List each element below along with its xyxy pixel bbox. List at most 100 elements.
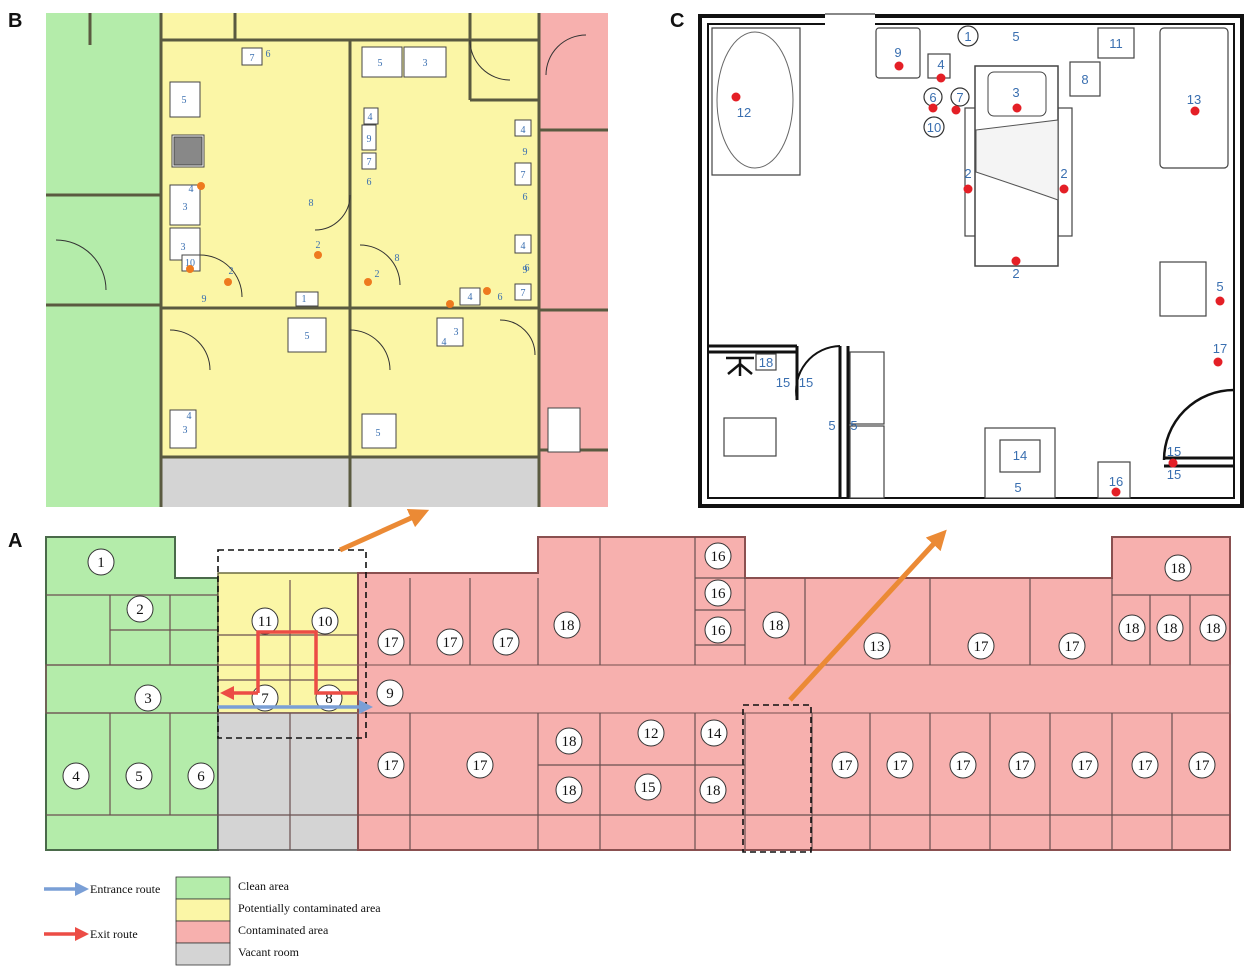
room-label-13: 13 xyxy=(870,639,885,655)
room-label-17j: 17 xyxy=(956,758,972,774)
panel-c-label-6: 6 xyxy=(929,90,936,105)
panel-b-label-3c: 3 xyxy=(181,242,186,253)
panel-b-label-3d: 3 xyxy=(454,327,459,338)
room-label-1: 1 xyxy=(97,555,105,571)
panel-b-label-9: 9 xyxy=(367,134,372,145)
panel-c-label-15c: 15 xyxy=(1167,444,1181,459)
room-label-11: 11 xyxy=(258,614,272,630)
sampling-point xyxy=(224,278,232,286)
panel-c-label-8: 8 xyxy=(1081,72,1088,87)
room-label-17h: 17 xyxy=(838,758,854,774)
panel-b-label-2: 2 xyxy=(316,240,321,251)
panel-c-label-12: 12 xyxy=(737,105,751,120)
room-label-17f: 17 xyxy=(384,758,400,774)
panel-b-label-2c: 2 xyxy=(375,269,380,280)
sampling-point xyxy=(731,92,741,102)
panel-c-label-5e: 5 xyxy=(1014,480,1021,495)
room-label-18e: 18 xyxy=(1163,621,1178,637)
room-label-6: 6 xyxy=(197,769,205,785)
panel-b-label-5b: 5 xyxy=(182,95,187,106)
sampling-point xyxy=(951,105,961,115)
panel-b-label-5c: 5 xyxy=(305,331,310,342)
panel-c-label-9: 9 xyxy=(894,45,901,60)
sampling-point xyxy=(963,184,973,194)
sampling-point xyxy=(446,300,454,308)
legend-contaminated-label: Contaminated area xyxy=(238,923,329,937)
room-label-9: 9 xyxy=(386,686,394,702)
panel-b-label-6c: 6 xyxy=(523,192,528,203)
room-label-18: 18 xyxy=(560,618,575,634)
room-label-18c: 18 xyxy=(1171,561,1186,577)
panel-b-label-2b: 2 xyxy=(229,266,234,277)
sampling-point xyxy=(1012,103,1022,113)
room-label-18g: 18 xyxy=(562,734,577,750)
panel-b-label-7d: 7 xyxy=(521,288,526,299)
room-label-17l: 17 xyxy=(1078,758,1094,774)
panel-b-label-6e: 6 xyxy=(498,292,503,303)
sampling-point xyxy=(1213,357,1223,367)
room-label-5: 5 xyxy=(135,769,143,785)
panel-c-label-15b: 15 xyxy=(799,375,813,390)
panel-c-label-14: 14 xyxy=(1013,448,1027,463)
panel-label-b: B xyxy=(8,10,23,32)
legend-vacant-label: Vacant room xyxy=(238,945,299,959)
room-label-17m: 17 xyxy=(1138,758,1154,774)
panel-c-label-17: 17 xyxy=(1213,341,1227,356)
panel-c-label-5c: 5 xyxy=(828,418,835,433)
panel-b-label-4g: 4 xyxy=(187,411,192,422)
room-label-17d: 17 xyxy=(974,639,990,655)
room-label-7: 7 xyxy=(261,691,269,707)
callout-arrow-b xyxy=(338,508,430,553)
bathtub-icon xyxy=(711,27,801,176)
panel-b-label-5: 5 xyxy=(378,58,383,69)
legend-swatch-contaminated xyxy=(175,920,231,944)
sampling-point xyxy=(936,73,946,83)
clean-zone xyxy=(45,536,219,851)
legend-entrance-label: Entrance route xyxy=(90,882,161,896)
callout-arrow-c xyxy=(788,529,947,702)
room-label-18b: 18 xyxy=(769,618,784,634)
panel-b-label-4: 4 xyxy=(189,184,194,195)
room-label-17i: 17 xyxy=(893,758,909,774)
panel-b-label-7c: 7 xyxy=(521,170,526,181)
panel-b-label-4c: 4 xyxy=(521,125,526,136)
sampling-point xyxy=(1011,256,1021,266)
sampling-point xyxy=(186,265,194,273)
sampling-point xyxy=(1111,487,1121,497)
sampling-point xyxy=(483,287,491,295)
panel-c-label-4: 4 xyxy=(937,57,944,72)
room-label-17: 17 xyxy=(384,635,400,651)
panel-b-clean-zone xyxy=(46,13,161,507)
room-label-17e: 17 xyxy=(1065,639,1081,655)
panel-b-callout-box xyxy=(217,549,367,739)
panel-b-label-9b: 9 xyxy=(523,147,528,158)
room-label-17k: 17 xyxy=(1015,758,1031,774)
room-label-3: 3 xyxy=(144,691,152,707)
sampling-point xyxy=(928,103,938,113)
panel-b-label-8b: 8 xyxy=(395,253,400,264)
room-label-18h: 18 xyxy=(562,783,577,799)
room-label-8: 8 xyxy=(325,691,333,707)
sampling-point xyxy=(1215,296,1225,306)
legend-swatch-vacant xyxy=(175,942,231,966)
panel-b-label-7b: 7 xyxy=(367,157,372,168)
room-label-18f: 18 xyxy=(1206,621,1221,637)
panel-b-label-4e: 4 xyxy=(468,292,473,303)
legend-swatch-clean xyxy=(175,876,231,900)
panel-c-label-10: 10 xyxy=(927,120,941,135)
panel-c-label-15: 15 xyxy=(776,375,790,390)
room-label-16c: 16 xyxy=(711,623,727,639)
panel-c-label-3: 3 xyxy=(1012,85,1019,100)
sink-icon xyxy=(173,136,203,166)
room-label-18d: 18 xyxy=(1125,621,1140,637)
panel-b-label-4b: 4 xyxy=(368,112,373,123)
panel-b-label-1: 1 xyxy=(302,294,307,305)
panel-c-label-1: 1 xyxy=(964,29,971,44)
room-label-17g: 17 xyxy=(473,758,489,774)
panel-c-label-5b: 5 xyxy=(1216,279,1223,294)
panel-c-label-7: 7 xyxy=(956,90,963,105)
panel-c-label-2: 2 xyxy=(964,166,971,181)
panel-label-a: A xyxy=(8,530,23,552)
panel-c-label-15d: 15 xyxy=(1167,467,1181,482)
room-label-16b: 16 xyxy=(711,586,727,602)
